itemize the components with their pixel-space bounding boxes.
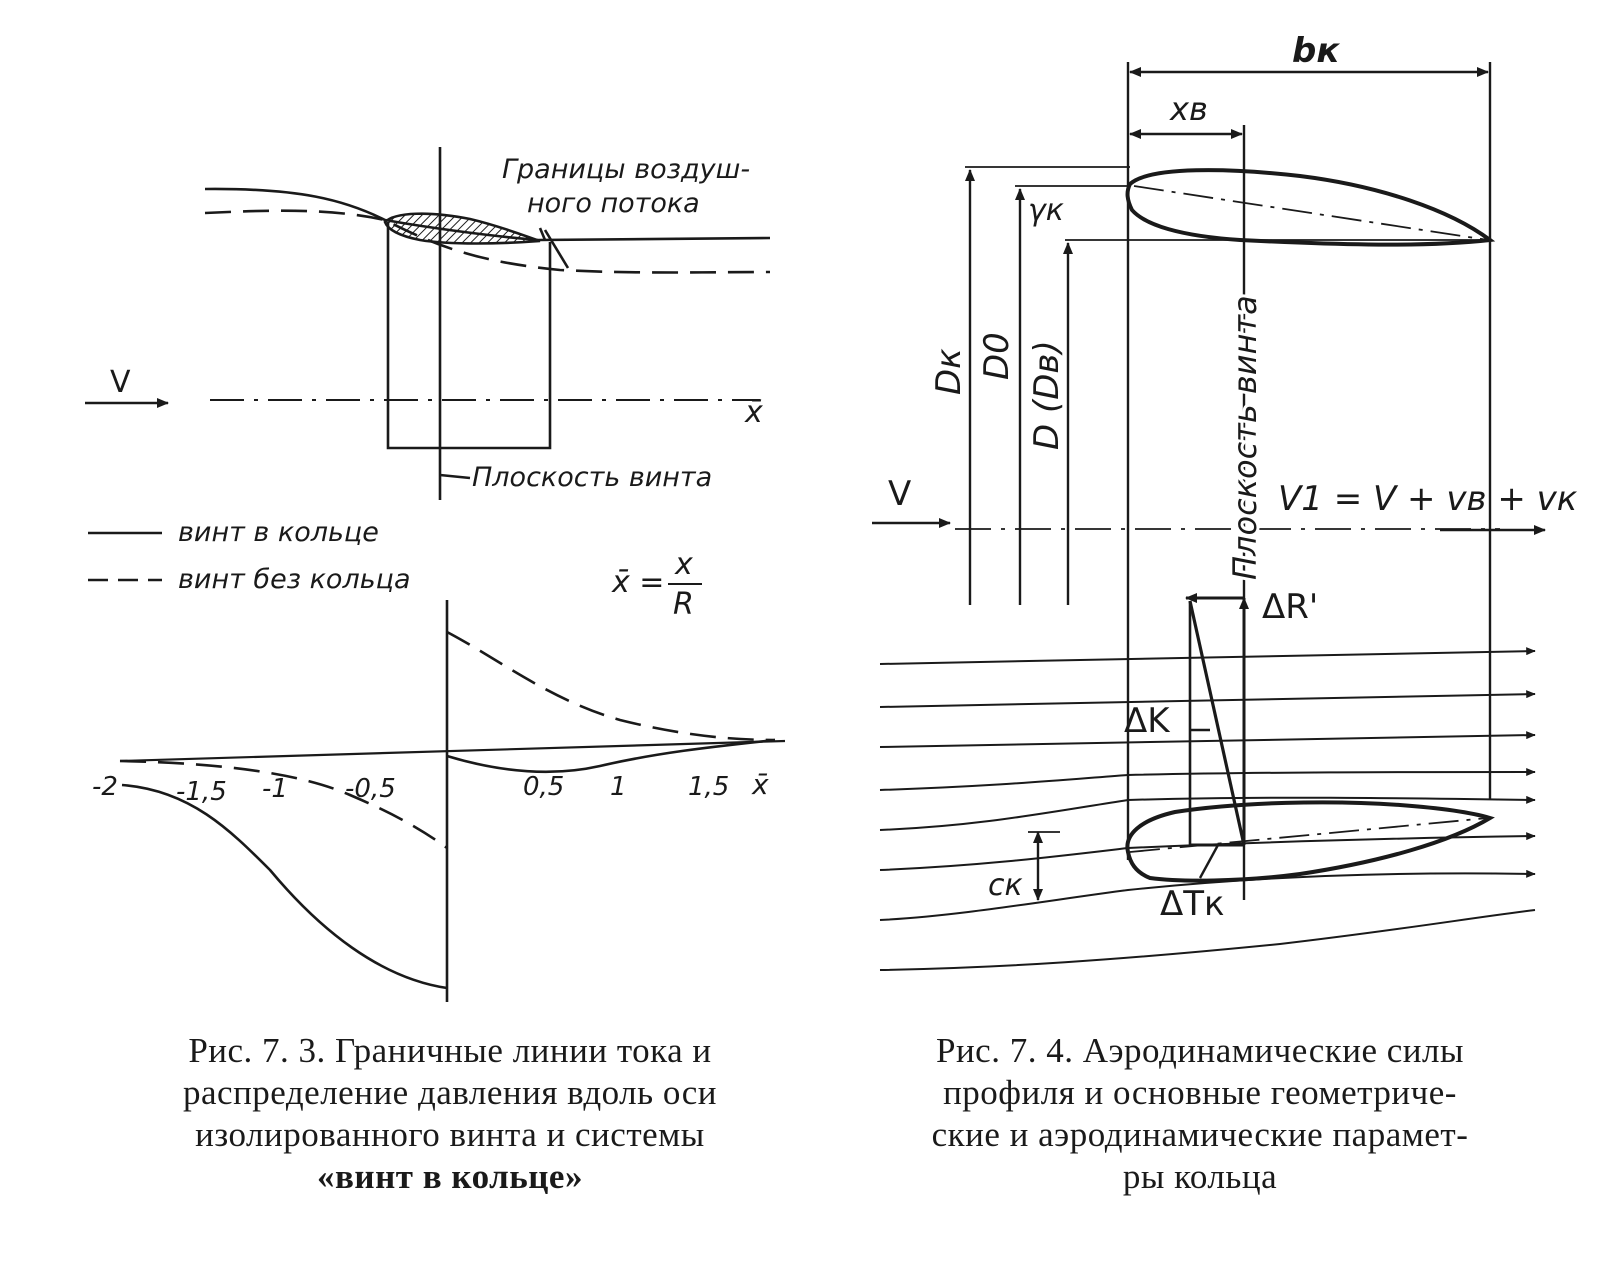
streamlines bbox=[879, 647, 1536, 971]
caption-line: профиля и основные геометриче- bbox=[943, 1073, 1457, 1112]
boundary-leader-1 bbox=[538, 227, 547, 241]
caption-line: «винт в кольце» bbox=[317, 1157, 583, 1196]
streamline bbox=[879, 768, 1536, 791]
tick-label: 1,5 bbox=[688, 772, 729, 802]
tick-label: 0,5 bbox=[523, 772, 564, 802]
ring-profile bbox=[383, 212, 541, 245]
ring-chord-lower bbox=[1129, 817, 1489, 853]
ck-label: cк bbox=[988, 868, 1023, 903]
pressure-curve-no-ring bbox=[119, 630, 776, 850]
streamline bbox=[879, 647, 1536, 665]
legend-solid-label: винт в кольце bbox=[178, 517, 379, 548]
figure-7-3 bbox=[85, 147, 786, 1002]
plane-label-vertical: Плоскость винта bbox=[1226, 295, 1264, 580]
ring-profile-lower bbox=[1125, 800, 1495, 883]
tick-label: -0,5 bbox=[345, 774, 396, 804]
streamline bbox=[879, 909, 1536, 971]
streamline bbox=[879, 731, 1536, 748]
streamline bbox=[879, 832, 1536, 871]
pressure-curve-ring bbox=[121, 738, 776, 990]
dtk-leader bbox=[1198, 844, 1220, 879]
caption-line: ры кольца bbox=[1122, 1157, 1278, 1196]
caption-line: Рис. 7. 3. Граничные линии тока и bbox=[188, 1031, 712, 1070]
d-dv-label: D (Dв) bbox=[1027, 340, 1067, 450]
pressure-axis bbox=[119, 739, 786, 763]
ring-profile-upper bbox=[1125, 168, 1496, 247]
boundary-streamline-no-ring bbox=[204, 209, 771, 274]
plane-leader bbox=[439, 473, 471, 480]
streamline bbox=[879, 690, 1536, 708]
formula-denominator: R bbox=[673, 587, 694, 622]
x-axis-label-lower: x̄ bbox=[751, 768, 769, 801]
ring-box bbox=[386, 222, 552, 450]
v1-label: V1 = V + vв + vк bbox=[1278, 479, 1578, 519]
formula-xbar: x̄ = x R bbox=[611, 547, 702, 622]
xv-label: xв bbox=[1169, 90, 1208, 128]
legend-dashed-label: винт без кольца bbox=[178, 564, 411, 595]
caption-line: Рис. 7. 4. Аэродинамические силы bbox=[935, 1031, 1464, 1070]
dr-label: ΔR' bbox=[1262, 587, 1318, 627]
figure-7-4-caption: Рис. 7. 4. Аэродинамические силы профиля… bbox=[860, 1030, 1540, 1198]
streamline bbox=[879, 795, 1536, 831]
dk-label: Dк bbox=[929, 348, 969, 395]
d0-label: D0 bbox=[977, 332, 1017, 380]
dk-force-label: ΔK bbox=[1124, 701, 1171, 741]
x-axis-label-upper: x̄ bbox=[744, 395, 763, 430]
bk-label: bк bbox=[1292, 31, 1340, 71]
caption-line: изолированного винта и системы bbox=[195, 1115, 705, 1154]
figure-7-3-caption: Рис. 7. 3. Граничные линии тока и распре… bbox=[100, 1030, 800, 1198]
boundary-annotation-line2: ного потока bbox=[527, 188, 700, 219]
plane-annotation: Плоскость винта bbox=[472, 462, 712, 493]
tick-label: 1 bbox=[610, 772, 627, 802]
dtk-label: ΔTк bbox=[1160, 884, 1225, 924]
v-label-left: V bbox=[110, 365, 131, 400]
ring-chord-upper bbox=[1133, 185, 1489, 241]
yk-label: γк bbox=[1028, 193, 1064, 228]
boundary-leader-2 bbox=[543, 229, 570, 269]
caption-line: ские и аэродинамические парамет- bbox=[931, 1115, 1469, 1154]
figure-7-4 bbox=[872, 62, 1546, 971]
v-label-right: V bbox=[888, 474, 911, 514]
formula-lhs: x̄ = bbox=[611, 565, 664, 600]
boundary-annotation-line1: Границы воздуш- bbox=[502, 154, 750, 185]
caption-line: распределение давления вдоль оси bbox=[183, 1073, 717, 1112]
streamline bbox=[879, 869, 1536, 921]
tick-label: -1,5 bbox=[176, 777, 227, 807]
formula-numerator: x bbox=[674, 547, 693, 582]
tick-label: -1 bbox=[262, 774, 288, 804]
tick-label: -2 bbox=[92, 772, 118, 802]
